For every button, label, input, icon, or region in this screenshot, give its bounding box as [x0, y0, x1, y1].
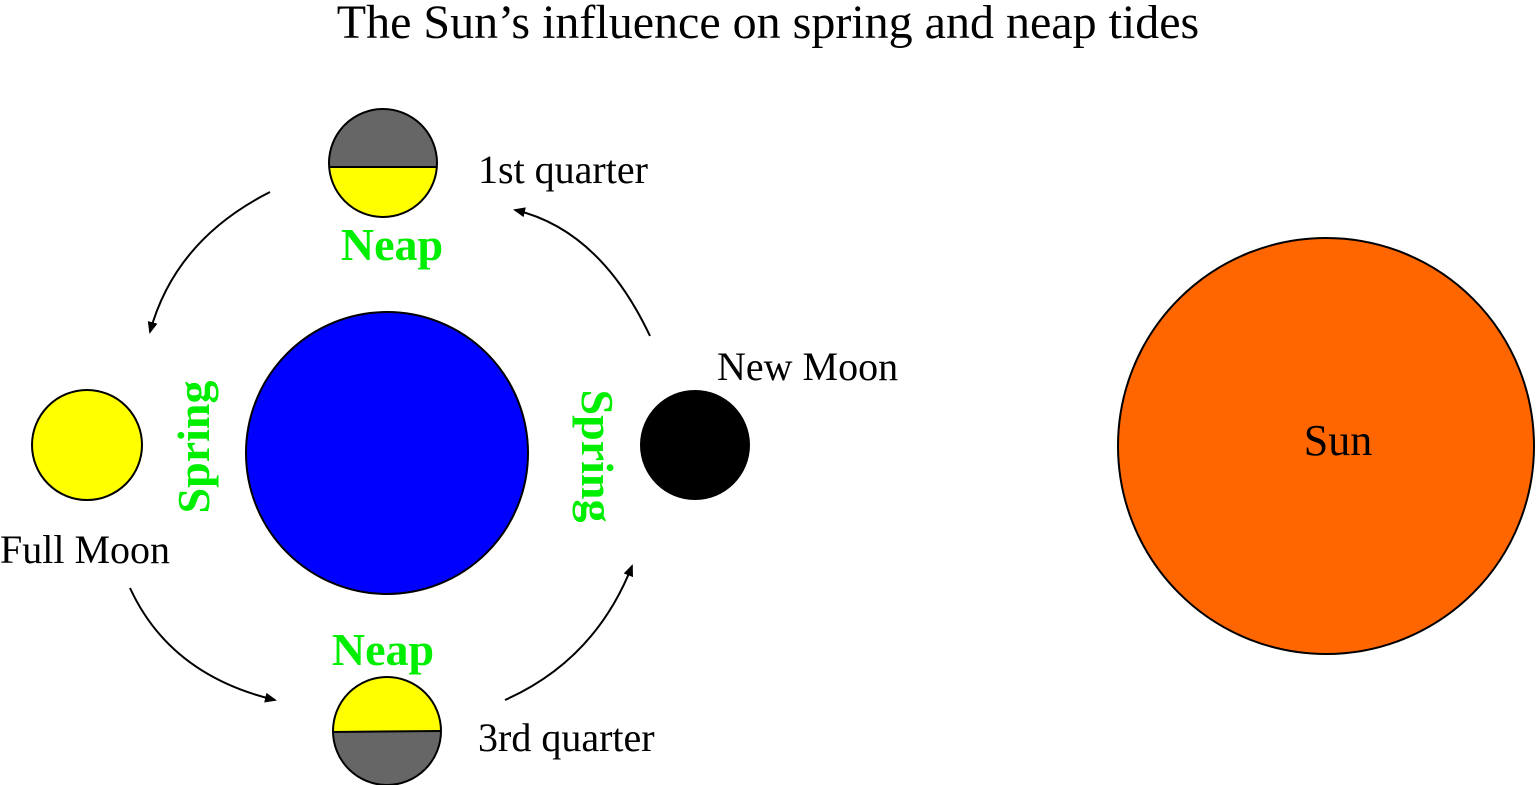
arrow-new-to-first-quarter	[513, 207, 651, 337]
diagram-title: The Sun’s influence on spring and neap t…	[337, 0, 1199, 49]
new-moon	[640, 390, 750, 500]
full-moon	[31, 389, 143, 501]
full-moon-label: Full Moon	[0, 527, 170, 572]
neap-label-bottom: Neap	[332, 624, 434, 675]
third-quarter-moon	[332, 676, 442, 785]
spring-label-right: Spring	[572, 390, 623, 523]
first-quarter-label: 1st quarter	[478, 147, 648, 192]
earth	[245, 311, 529, 595]
neap-label-top: Neap	[341, 219, 443, 270]
arrow-third-quarter-to-new	[504, 564, 633, 701]
spring-label-left: Spring	[168, 381, 219, 514]
arrow-first-quarter-to-full	[147, 191, 271, 334]
sun	[1117, 237, 1535, 655]
third-quarter-label: 3rd quarter	[478, 715, 655, 760]
sun-label: Sun	[1304, 416, 1372, 465]
first-quarter-moon	[328, 108, 438, 218]
arrow-full-to-third-quarter	[129, 587, 277, 703]
new-moon-label: New Moon	[717, 344, 898, 389]
